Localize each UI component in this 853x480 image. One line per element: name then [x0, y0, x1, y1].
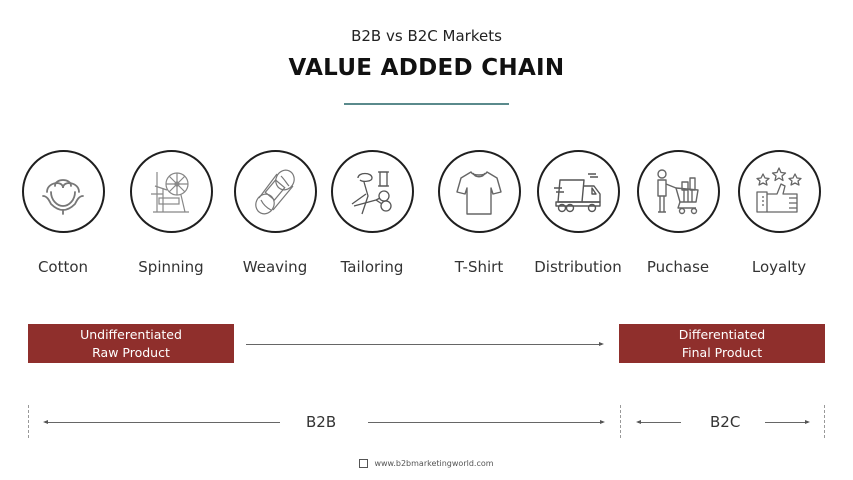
b2c-left-arrow — [636, 420, 681, 424]
step-circle — [437, 150, 521, 233]
b2c-label: B2C — [710, 413, 741, 431]
step-circle — [330, 150, 414, 233]
step-circle — [233, 150, 317, 233]
b2c-right-boundary — [824, 405, 825, 438]
spinning-wheel-icon — [151, 171, 189, 213]
tshirt-icon — [456, 170, 502, 215]
step-circle — [21, 150, 105, 233]
step-weaving: Weaving — [230, 150, 320, 276]
value-flow-arrow — [246, 342, 604, 346]
step-circle — [129, 150, 213, 233]
delivery-truck-icon — [554, 172, 601, 212]
raw-product-line1: Undifferentiated — [80, 327, 182, 342]
step-label: Tailoring — [340, 258, 404, 276]
b2b-left-boundary — [28, 405, 29, 438]
yarn-skein-icon — [255, 169, 295, 214]
shopping-cart-person-icon — [657, 168, 699, 214]
step-label: Puchase — [646, 258, 710, 276]
page-title: VALUE ADDED CHAIN — [288, 55, 565, 81]
step-cotton: Cotton — [18, 150, 108, 276]
step-circle — [636, 150, 720, 233]
step-tailoring: Tailoring — [327, 150, 417, 276]
sewing-tools-icon — [351, 170, 392, 214]
raw-product-line2: Raw Product — [92, 345, 170, 360]
step-spinning: Spinning — [126, 150, 216, 276]
cotton-boll-icon — [42, 178, 84, 215]
b2c-right-arrow — [765, 420, 810, 424]
b2b-right-arrow — [368, 420, 605, 424]
final-product-box: Differentiated Final Product — [619, 324, 825, 363]
step-label: Spinning — [138, 258, 204, 276]
step-circle — [737, 150, 821, 233]
raw-product-box: Undifferentiated Raw Product — [28, 324, 234, 363]
footer: www.b2bmarketingworld.com — [0, 459, 853, 468]
step-loyalty: Loyalty — [734, 150, 824, 276]
final-product-line2: Final Product — [681, 345, 763, 360]
step-tshirt: T-Shirt — [434, 150, 524, 276]
step-purchase: Puchase — [633, 150, 723, 276]
footer-url[interactable]: www.b2bmarketingworld.com — [374, 459, 494, 468]
step-label: Distribution — [534, 258, 622, 276]
b2b-b2c-boundary — [620, 405, 621, 438]
copyright-icon — [359, 459, 369, 468]
b2b-left-arrow — [43, 420, 280, 424]
step-label: T-Shirt — [454, 258, 504, 276]
step-circle — [536, 150, 620, 233]
b2b-label: B2B — [306, 413, 337, 431]
subtitle: B2B vs B2C Markets — [351, 27, 502, 45]
step-distribution: Distribution — [533, 150, 623, 276]
step-label: Cotton — [37, 258, 89, 276]
title-divider — [344, 103, 509, 105]
step-label: Weaving — [242, 258, 308, 276]
final-product-line1: Differentiated — [678, 327, 766, 342]
step-label: Loyalty — [751, 258, 807, 276]
thumbs-up-stars-icon — [756, 166, 802, 213]
